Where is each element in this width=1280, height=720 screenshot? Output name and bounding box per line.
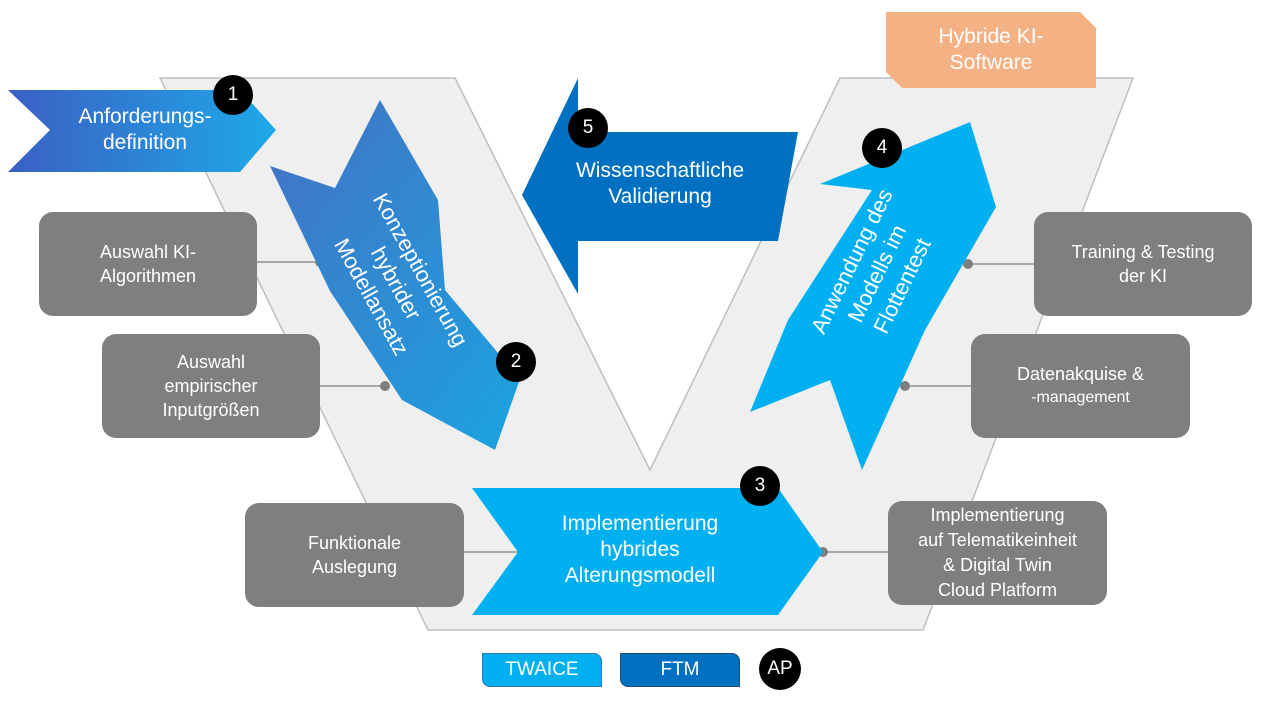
step3-label: Implementierung hybrides Alterungsmodell <box>520 511 760 589</box>
step1-arrow <box>8 90 276 172</box>
box-input-line2: empirischer <box>164 376 258 396</box>
step3-line3: Alterungsmodell <box>564 564 716 587</box>
box-auswahl-ki-algorithmen: Auswahl KI- Algorithmen <box>39 212 257 316</box>
step5-number-badge: 5 <box>568 108 608 148</box>
box-ki-line1: Auswahl KI- <box>99 242 197 262</box>
box-telematik-line1: Implementierung <box>930 505 1065 525</box>
step1-line1: Anforderungs- <box>78 105 212 128</box>
step4-number-badge: 4 <box>862 128 902 168</box>
box-telematik: Implementierung auf Telematikeinheit & D… <box>888 501 1107 605</box>
step2-number-badge: 2 <box>496 342 536 382</box>
software-tag-line1: Hybride KI- <box>938 25 1044 48</box>
step2-arrow <box>270 100 520 450</box>
box-telematik-line3: & Digital Twin <box>943 555 1052 575</box>
box-telematik-line4: Cloud Platform <box>937 580 1058 600</box>
step1-number-badge: 1 <box>213 75 253 115</box>
box-datenakquise: Datenakquise & -management <box>971 334 1190 438</box>
box-training-line1: Training & Testing <box>1071 242 1215 262</box>
software-tag-shape <box>886 12 1096 88</box>
box-input-line3: Inputgrößen <box>162 400 260 420</box>
step3-line1: Implementierung <box>561 512 719 535</box>
legend-ap-badge: AP <box>759 648 801 690</box>
software-tag-line2: Software <box>949 51 1033 74</box>
legend-ftm: FTM <box>620 653 740 687</box>
step1-line2: definition <box>102 131 188 154</box>
box-ki-line2: Algorithmen <box>99 266 197 286</box>
legend-twaice: TWAICE <box>482 653 602 687</box>
step5-line2: Validierung <box>608 185 712 208</box>
box-training-testing: Training & Testing der KI <box>1034 212 1252 316</box>
step1-label: Anforderungs- definition <box>40 104 250 156</box>
step5-label: Wissenschaftliche Validierung <box>555 158 765 210</box>
step3-number-badge: 3 <box>740 466 780 506</box>
box-daten-line2: -management <box>1031 389 1130 406</box>
software-tag-label: Hybride KI- Software <box>886 24 1096 76</box>
box-telematik-line2: auf Telematikeinheit <box>918 530 1077 550</box>
step3-line2: hybrides <box>600 538 680 561</box>
step4-arrow <box>750 122 996 470</box>
box-auswahl-inputgroessen: Auswahl empirischer Inputgrößen <box>102 334 320 438</box>
box-funktionale-line1: Funktionale <box>307 533 402 553</box>
step5-line1: Wissenschaftliche <box>575 159 745 182</box>
box-input-line1: Auswahl <box>176 352 246 372</box>
box-training-line2: der KI <box>1118 266 1168 286</box>
step3-arrow <box>472 488 823 615</box>
connector-lines <box>255 261 1034 553</box>
box-daten-line1: Datenakquise & <box>1016 364 1145 384</box>
box-funktionale-auslegung: Funktionale Auslegung <box>245 503 464 607</box>
box-funktionale-line2: Auslegung <box>311 557 398 577</box>
